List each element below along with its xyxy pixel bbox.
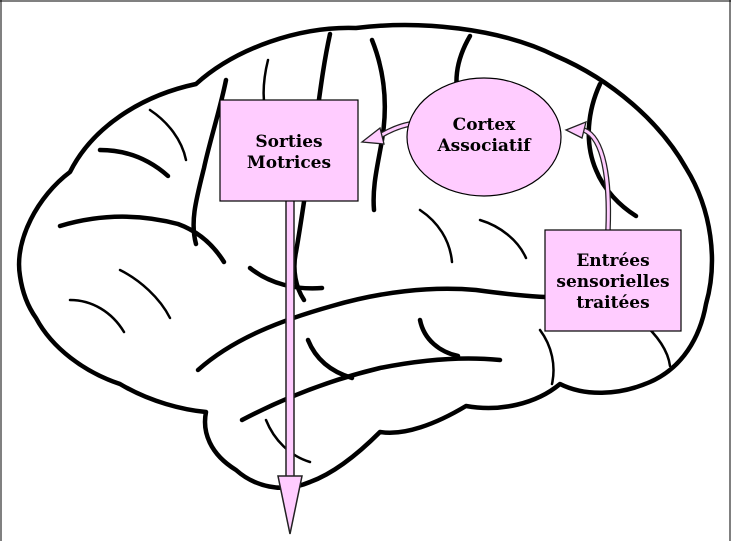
node-motor-output-line-2: Motrices [247, 153, 331, 173]
node-association-cortex: Cortex Associatif [407, 78, 561, 196]
arrowhead-down-icon [278, 476, 302, 534]
node-sensory-input-line-1: Entrées [576, 251, 649, 271]
node-motor-output-line-1: Sorties [255, 132, 322, 152]
node-motor-output: Sorties Motrices [220, 100, 358, 201]
node-sensory-input-line-2: sensorielles [556, 272, 669, 292]
node-sensory-input: Entrées sensorielles traitées [545, 230, 681, 331]
node-sensory-input-line-3: traitées [576, 293, 649, 313]
node-association-cortex-line-2: Associatif [436, 136, 532, 156]
node-association-cortex-line-1: Cortex [453, 115, 516, 135]
